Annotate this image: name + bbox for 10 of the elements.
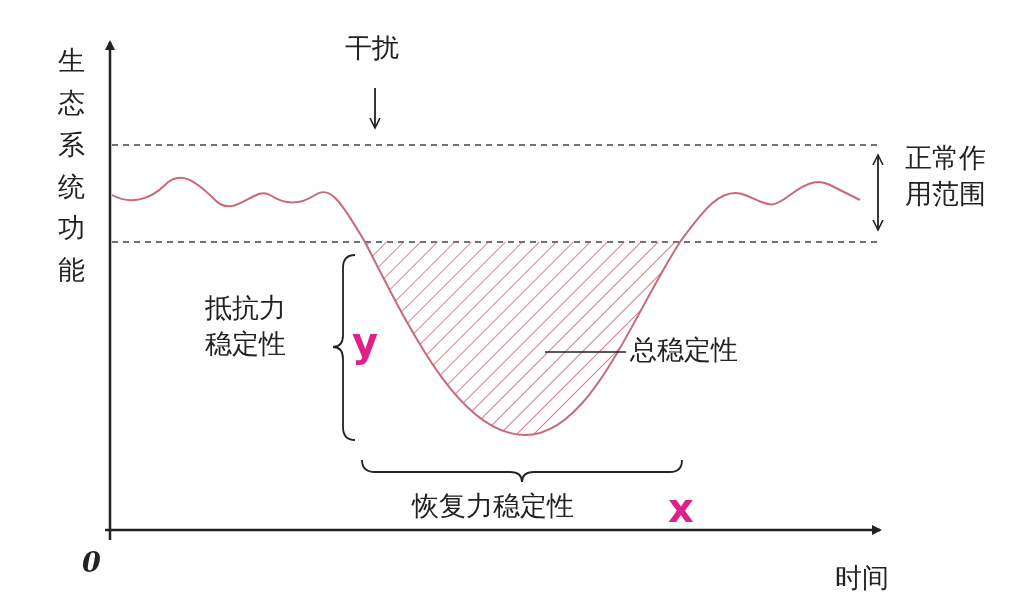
resilience-label: 恢复力稳定性 [412,489,574,523]
disturbance-label: 干扰 [345,31,399,65]
origin-label: 0 [82,546,101,580]
axis-title: 时间 [835,561,889,595]
leader-line [544,351,627,353]
resistance-label: 抵抗力稳定性 [205,291,287,362]
variable-label: x [668,488,694,528]
range-label: 正常作用范围 [905,141,987,212]
axis-title: 生态系统功能 [58,44,86,288]
area-label: 总稳定性 [630,332,738,369]
